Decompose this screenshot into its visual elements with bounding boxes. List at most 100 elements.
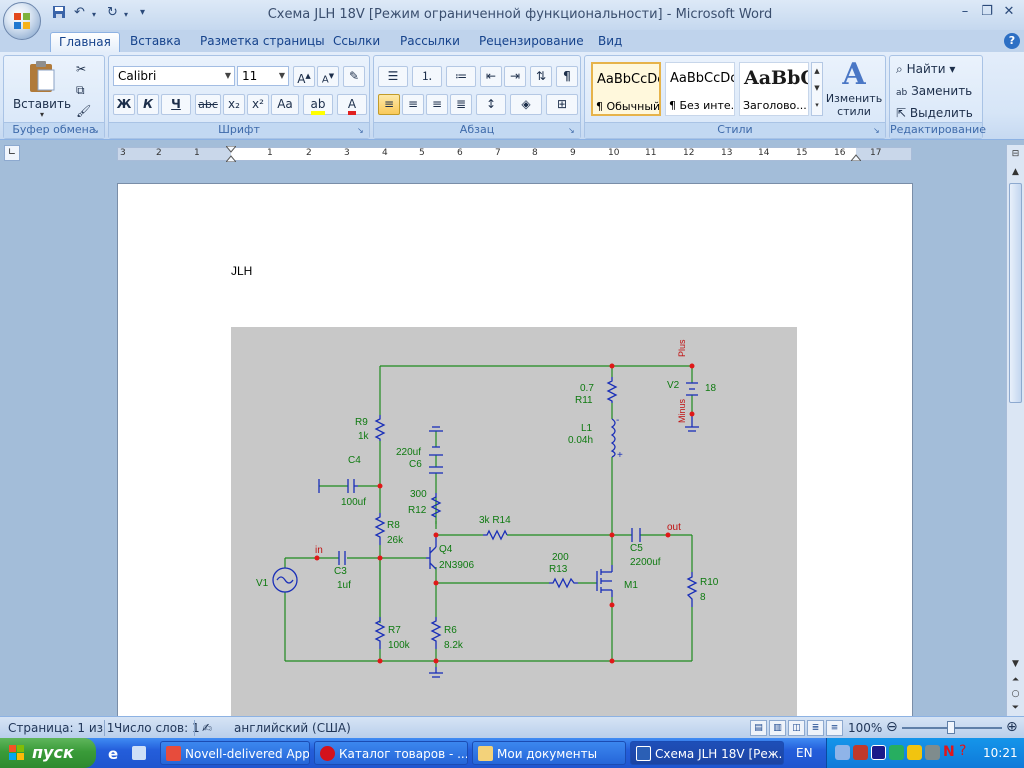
print-layout-view-icon[interactable]: ▤ — [750, 720, 767, 736]
language-indicator[interactable]: английский (США) — [234, 721, 351, 735]
clipboard-launcher-icon[interactable]: ↘ — [92, 126, 99, 135]
tray-help-icon[interactable]: ? — [959, 743, 967, 759]
shading-button[interactable]: ◈ — [510, 94, 542, 115]
browse-object-icon[interactable]: ○ — [1011, 689, 1020, 699]
styles-launcher-icon[interactable]: ↘ — [873, 126, 880, 135]
web-layout-view-icon[interactable]: ◫ — [788, 720, 805, 736]
line-spacing-button[interactable]: ↕ — [476, 94, 506, 115]
decrease-indent-button[interactable]: ⇤ — [480, 66, 502, 87]
style-heading-1[interactable]: AaBbC Заголово... — [739, 62, 809, 116]
style-no-spacing[interactable]: AaBbCcDc ¶ Без инте... — [665, 62, 735, 116]
ruler-toggle-icon[interactable]: ⊟ — [1011, 149, 1020, 159]
bold-button[interactable]: Ж — [113, 94, 135, 115]
superscript-button[interactable]: x² — [247, 94, 269, 115]
paste-button[interactable]: Вставить ▾ — [12, 58, 72, 119]
task-novell[interactable]: Novell-delivered Appl... — [160, 741, 310, 765]
tray-network-icon[interactable] — [835, 745, 850, 760]
zoom-level[interactable]: 100% — [848, 721, 883, 735]
show-desktop-icon[interactable] — [132, 746, 146, 760]
tray-volume-icon[interactable] — [925, 745, 940, 760]
minimize-button[interactable]: – — [961, 4, 969, 19]
task-word-document[interactable]: Схема JLH 18V [Реж... — [630, 741, 784, 765]
italic-button[interactable]: К — [137, 94, 159, 115]
page-count[interactable]: Страница: 1 из 1 — [8, 721, 115, 735]
align-right-button[interactable]: ≡ — [426, 94, 448, 115]
task-my-documents[interactable]: Мои документы — [472, 741, 626, 765]
save-icon[interactable] — [52, 5, 66, 23]
styles-scroll[interactable]: ▲▼▾ — [811, 62, 823, 116]
align-left-button[interactable]: ≡ — [378, 94, 400, 115]
zoom-slider-thumb[interactable] — [947, 721, 955, 734]
shrink-font-button[interactable]: A▼ — [317, 66, 339, 87]
bullets-button[interactable]: ☰ — [378, 66, 408, 87]
align-center-button[interactable]: ≡ — [402, 94, 424, 115]
undo-dropdown-icon[interactable]: ▾ — [92, 10, 97, 19]
subscript-button[interactable]: x₂ — [223, 94, 245, 115]
tab-view[interactable]: Вид — [598, 34, 623, 48]
next-page-icon[interactable]: ⏷ — [1011, 703, 1020, 713]
format-painter-icon[interactable]: 🖌 — [76, 104, 92, 118]
prev-page-icon[interactable]: ⏶ — [1011, 675, 1020, 685]
replace-button[interactable]: ab Заменить — [896, 84, 973, 98]
proofing-icon[interactable]: ✍ — [202, 721, 213, 735]
restore-button[interactable]: ❐ — [981, 4, 993, 19]
document-page[interactable]: JLH — [117, 183, 913, 716]
zoom-in-icon[interactable]: ⊕ — [1006, 719, 1018, 735]
cut-icon[interactable]: ✂ — [76, 62, 87, 76]
tray-novell-icon[interactable]: N — [943, 744, 955, 760]
undo-icon[interactable]: ↶ — [74, 5, 85, 20]
font-size-combo[interactable]: 11▼ — [237, 66, 289, 86]
outline-view-icon[interactable]: ≣ — [807, 720, 824, 736]
style-normal[interactable]: AaBbCcDc ¶ Обычный — [591, 62, 661, 116]
redo-dropdown-icon[interactable]: ▾ — [124, 10, 129, 19]
tray-security-icon[interactable] — [853, 745, 868, 760]
tray-media-icon[interactable] — [871, 745, 886, 760]
close-button[interactable]: ✕ — [1003, 4, 1015, 19]
tray-agent-icon[interactable] — [907, 745, 922, 760]
redo-icon[interactable]: ↻ — [107, 5, 118, 20]
show-marks-button[interactable]: ¶ — [556, 66, 578, 87]
find-button[interactable]: ⌕ Найти ▾ — [896, 62, 956, 76]
clear-format-icon[interactable]: ✎ — [343, 66, 365, 87]
vertical-scrollbar[interactable]: ⊟ ▲ ▼ ⏶ ○ ⏷ — [1006, 145, 1024, 716]
font-launcher-icon[interactable]: ↘ — [357, 126, 364, 135]
multilevel-list-button[interactable]: ≔ — [446, 66, 476, 87]
tab-review[interactable]: Рецензирование — [479, 34, 584, 48]
full-screen-reading-view-icon[interactable]: ▥ — [769, 720, 786, 736]
sort-button[interactable]: ⇅ — [530, 66, 552, 87]
tab-mailings[interactable]: Рассылки — [400, 34, 460, 48]
zoom-out-icon[interactable]: ⊖ — [886, 719, 898, 735]
input-language[interactable]: EN — [796, 746, 813, 760]
scroll-up-icon[interactable]: ▲ — [1012, 167, 1019, 177]
borders-button[interactable]: ⊞ — [546, 94, 578, 115]
grow-font-button[interactable]: A▲ — [293, 66, 315, 87]
help-icon[interactable]: ? — [1004, 33, 1020, 49]
indent-marker-icon[interactable] — [226, 146, 236, 162]
highlight-button[interactable]: ab — [303, 94, 333, 115]
customize-qat-icon[interactable]: ▾ — [140, 7, 146, 18]
tab-selector[interactable]: ∟ — [4, 145, 20, 161]
ie-icon[interactable]: e — [108, 745, 119, 763]
tab-home[interactable]: Главная — [50, 32, 120, 52]
underline-button[interactable]: Ч — [161, 94, 191, 115]
font-family-combo[interactable]: Calibri▼ — [113, 66, 235, 86]
tab-references[interactable]: Ссылки — [333, 34, 381, 48]
increase-indent-button[interactable]: ⇥ — [504, 66, 526, 87]
change-case-button[interactable]: Aa — [271, 94, 299, 115]
strikethrough-button[interactable]: abc — [195, 94, 221, 115]
word-count[interactable]: Число слов: 1 — [114, 721, 200, 735]
scroll-thumb[interactable] — [1009, 183, 1022, 403]
scroll-down-icon[interactable]: ▼ — [1012, 659, 1019, 669]
office-button[interactable] — [3, 2, 41, 40]
justify-button[interactable]: ≣ — [450, 94, 472, 115]
start-button[interactable]: пуск — [0, 738, 96, 768]
numbering-button[interactable]: ⒈ — [412, 66, 442, 87]
change-styles-button[interactable]: A Изменить стили — [825, 58, 883, 120]
right-indent-marker-icon[interactable] — [851, 153, 861, 161]
tab-page-layout[interactable]: Разметка страницы — [200, 34, 325, 48]
document-heading[interactable]: JLH — [231, 264, 253, 278]
draft-view-icon[interactable]: ≡ — [826, 720, 843, 736]
font-color-button[interactable]: A — [337, 94, 367, 115]
